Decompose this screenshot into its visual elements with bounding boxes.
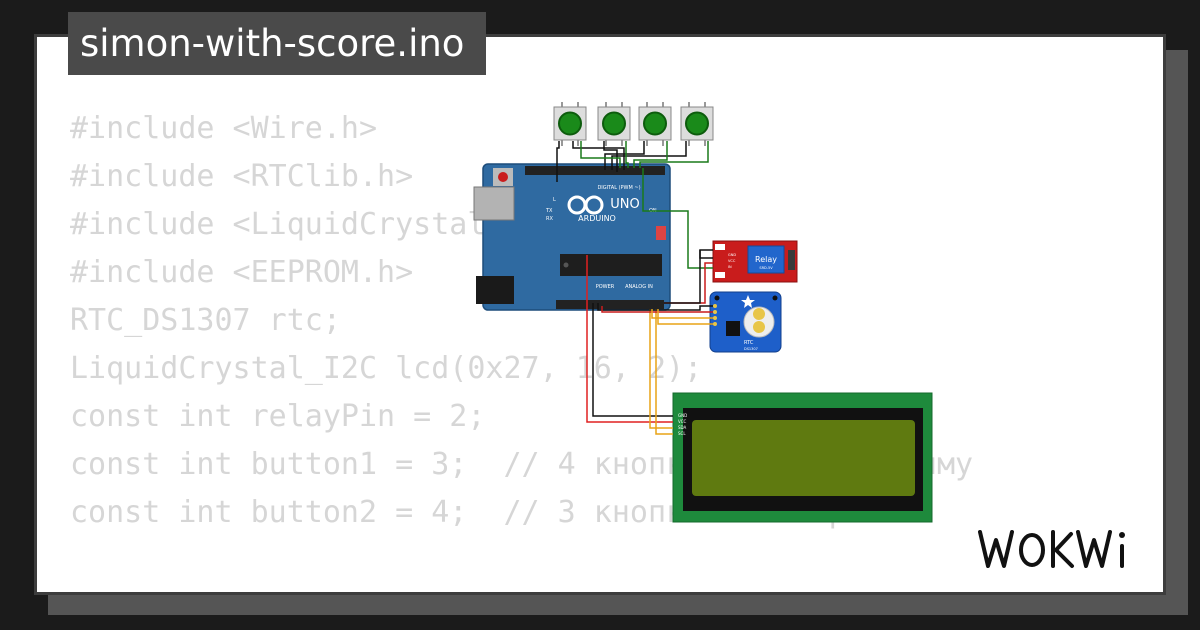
lcd-pin-vcc: VCC xyxy=(678,419,687,424)
wire-rtc-gnd xyxy=(597,303,713,311)
wire-rtc-sda xyxy=(651,309,713,319)
code-line: const int relayPin = 2; xyxy=(70,399,486,434)
wire-rtc-vcc xyxy=(601,306,713,313)
wire-lcd-vcc xyxy=(586,255,673,423)
wire-relay-vcc xyxy=(664,262,713,304)
relay-module[interactable]: Relay SRD-5V GND VCC IN xyxy=(712,240,798,283)
wire-rtc-scl xyxy=(657,309,713,325)
code-line: #include <RTClib.h> xyxy=(70,159,414,194)
code-line: RTC_DS1307 rtc; xyxy=(70,303,341,338)
lcd-pin-sda: SDA xyxy=(678,425,687,430)
rtc-chip-label: DS1307 xyxy=(744,347,758,351)
code-line: const int button2 = 4; // 3 кнопка - виб… xyxy=(70,495,847,530)
wires xyxy=(556,141,713,435)
digital-header xyxy=(525,166,665,175)
analog-header xyxy=(556,300,664,309)
wokwi-logo xyxy=(978,530,1125,568)
pushbutton-4[interactable] xyxy=(680,102,714,146)
wire-button3-signal xyxy=(633,141,668,168)
relay-pin-vcc: VCC xyxy=(728,259,736,263)
wire-button1-gnd xyxy=(572,141,625,170)
atmega-chip xyxy=(560,254,662,276)
arduino-uno-board[interactable]: ARDUINO UNO DIGITAL (PWM ~) L TX RX ON P… xyxy=(473,163,671,311)
power-label: POWER xyxy=(596,284,615,290)
wire-relay-ground xyxy=(664,250,701,304)
arduino-model: UNO xyxy=(610,197,639,212)
code-line: #include <Wire.h> xyxy=(70,111,378,146)
led-l-label: L xyxy=(553,197,556,203)
rtc-label: RTC xyxy=(744,340,754,346)
wire-lcd-gnd xyxy=(592,303,673,417)
wire-button4-signal xyxy=(639,141,709,168)
wire-button1-signal xyxy=(580,141,621,168)
led-rx-label: RX xyxy=(546,216,553,222)
wire-relay-in xyxy=(642,168,713,269)
led-tx-label: TX xyxy=(545,208,553,214)
pushbutton-3[interactable] xyxy=(638,102,672,146)
wire-button3-gnd xyxy=(604,141,645,170)
wire-button2-gnd xyxy=(603,141,618,172)
digital-label: DIGITAL (PWM ~) xyxy=(597,185,640,191)
wire-button4-gnd xyxy=(611,141,687,170)
wire-lcd-sda xyxy=(649,309,673,429)
power-jack xyxy=(476,276,514,304)
relay-pin-gnd: GND xyxy=(728,253,736,257)
lcd-pin-scl: SCL xyxy=(678,431,686,436)
pushbutton-1[interactable] xyxy=(553,102,587,146)
wire-gnd-buttons xyxy=(556,141,560,182)
pushbutton-2[interactable] xyxy=(597,102,631,146)
relay-pin-in: IN xyxy=(728,265,732,269)
lcd-pin-gnd: GND xyxy=(678,413,687,418)
arduino-brand: ARDUINO xyxy=(578,214,616,223)
usb-port xyxy=(473,186,515,221)
wire-lcd-scl xyxy=(655,309,673,435)
reset-button xyxy=(498,172,508,182)
code-line: LiquidCrystal_I2C lcd(0x27, 16, 2); xyxy=(70,351,703,386)
lcd-display[interactable]: GND VCC SDA SCL xyxy=(672,392,933,523)
analog-label: ANALOG IN xyxy=(625,284,653,290)
rtc-module[interactable]: RTC DS1307 xyxy=(709,291,782,353)
wire-button2-signal xyxy=(625,141,629,168)
wire-relay-gnd xyxy=(699,249,713,259)
project-title: simon-with-score.ino xyxy=(68,12,486,75)
code-line: #include <EEPROM.h> xyxy=(70,255,414,290)
relay-sub-label: SRD-5V xyxy=(759,266,773,270)
relay-label: Relay xyxy=(755,255,777,264)
